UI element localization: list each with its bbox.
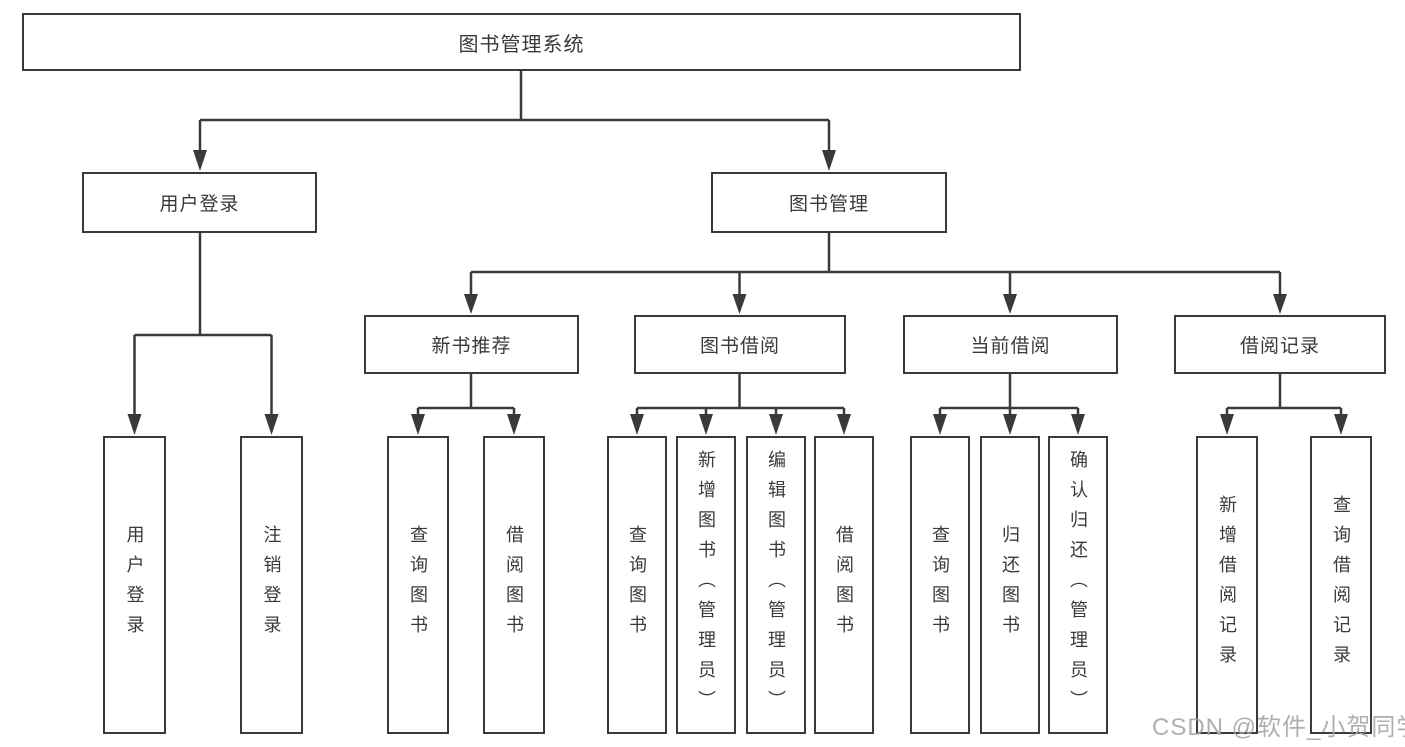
leaf-borrow-books-2: 借阅图书 <box>814 436 874 734</box>
leaf-user-login: 用户登录 <box>103 436 166 734</box>
node-label: 借阅图书 <box>834 525 854 645</box>
arrowheads <box>127 150 1348 435</box>
leaf-add-books-admin: 新增图书（管理员） <box>676 436 736 734</box>
node-book-borrowing: 图书借阅 <box>634 315 846 374</box>
node-label: 新书推荐 <box>431 336 512 357</box>
node-label: 查询图书 <box>930 525 950 645</box>
leaf-query-borrow-record: 查询借阅记录 <box>1310 436 1372 734</box>
node-label: 注销登录 <box>261 525 282 645</box>
node-label: 图书管理 <box>788 194 869 215</box>
node-label: 新增借阅记录 <box>1217 495 1237 675</box>
connector-paths <box>133 70 1343 416</box>
node-root-library-system: 图书管理系统 <box>22 13 1021 71</box>
leaf-borrow-books-1: 借阅图书 <box>483 436 545 734</box>
node-label: 借阅图书 <box>504 525 524 645</box>
node-borrowing-records: 借阅记录 <box>1174 315 1386 374</box>
node-label: 归还图书 <box>1000 525 1020 645</box>
leaf-query-books-1: 查询图书 <box>387 436 449 734</box>
leaf-confirm-return-admin: 确认归还（管理员） <box>1048 436 1108 734</box>
node-label: 用户登录 <box>124 525 145 645</box>
node-label: 查询借阅记录 <box>1331 495 1351 675</box>
node-new-book-recommendation: 新书推荐 <box>364 315 579 374</box>
node-user-login: 用户登录 <box>82 172 317 233</box>
leaf-logout: 注销登录 <box>240 436 303 734</box>
node-label: 确认归还（管理员） <box>1068 450 1088 720</box>
node-label: 查询图书 <box>627 525 647 645</box>
leaf-return-books: 归还图书 <box>980 436 1040 734</box>
leaf-add-borrow-record: 新增借阅记录 <box>1196 436 1258 734</box>
leaf-edit-books-admin: 编辑图书（管理员） <box>746 436 806 734</box>
node-current-borrowing: 当前借阅 <box>903 315 1118 374</box>
node-label: 图书借阅 <box>699 336 780 357</box>
csdn-watermark: CSDN @软件_小贺同学 <box>1152 714 1405 741</box>
node-label: 借阅记录 <box>1239 336 1320 357</box>
node-label: 查询图书 <box>408 525 428 645</box>
node-label: 编辑图书（管理员） <box>766 450 786 720</box>
node-book-management: 图书管理 <box>711 172 947 233</box>
node-label: 当前借阅 <box>970 336 1051 357</box>
node-label: 用户登录 <box>159 194 240 215</box>
node-label: 新增图书（管理员） <box>696 450 716 720</box>
leaf-query-books-2: 查询图书 <box>607 436 667 734</box>
node-label: 图书管理系统 <box>458 33 585 56</box>
leaf-query-books-3: 查询图书 <box>910 436 970 734</box>
